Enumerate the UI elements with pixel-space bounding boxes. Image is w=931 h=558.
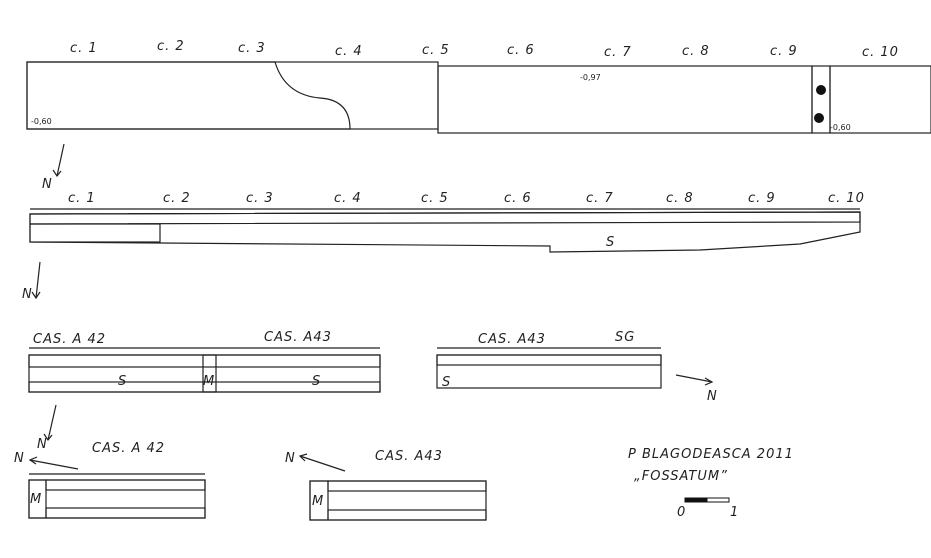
square-label: c. 10 — [828, 191, 865, 206]
square-label: c. 8 — [682, 44, 710, 59]
scale-end: 1 — [730, 505, 739, 520]
section-label: CAS. A 42 — [92, 441, 165, 456]
section-label: CAS. A43 — [478, 332, 546, 347]
profile-section: c. 1 c. 2 c. 3 c. 4 c. 5 c. 6 c. 7 c. 8 … — [29, 191, 865, 253]
north-arrow: N — [37, 404, 57, 452]
section-label: SG — [615, 330, 635, 345]
title-block: P BLAGODEASCA 2011 „FOSSATUM” — [628, 447, 794, 484]
plan-fill-east — [437, 65, 813, 134]
plan-fill-west — [26, 61, 439, 130]
m-label: M — [203, 374, 215, 389]
north-label: N — [285, 451, 296, 466]
section-a42-a43: CAS. A 42 CAS. A43 M S S — [28, 330, 381, 393]
layer-label: S — [312, 374, 321, 389]
m-label: M — [30, 492, 42, 507]
north-label: N — [22, 287, 33, 302]
plan-view: c. 1 c. 2 c. 3 c. 4 c. 5 c. 6 c. 7 c. 8 … — [26, 39, 931, 134]
scale-bar: 0 1 — [677, 497, 739, 520]
plan-hatched-east — [829, 65, 931, 134]
depth-label: -0,97 — [580, 73, 601, 82]
site-subtitle: „FOSSATUM” — [634, 469, 728, 484]
square-label: c. 7 — [604, 45, 632, 60]
square-label: c. 4 — [335, 44, 363, 59]
section-a43-sg: CAS. A43 SG S — [436, 330, 662, 390]
square-label: c. 5 — [422, 43, 450, 58]
plan-square-labels: c. 1 c. 2 c. 3 c. 4 c. 5 c. 6 c. 7 c. 8 … — [70, 39, 899, 60]
layer-label: S — [118, 374, 127, 389]
section-label: CAS. A43 — [264, 330, 332, 345]
square-label: c. 1 — [68, 191, 96, 206]
square-label: c. 3 — [238, 41, 266, 56]
square-label: c. 9 — [748, 191, 776, 206]
square-label: c. 3 — [246, 191, 274, 206]
north-label: N — [37, 437, 48, 452]
north-arrow: N — [285, 451, 346, 472]
square-label: c. 10 — [862, 45, 899, 60]
section-a42: CAS. A 42 M — [28, 441, 206, 519]
site-title: P BLAGODEASCA 2011 — [628, 447, 794, 462]
square-label: c. 6 — [504, 191, 532, 206]
square-label: c. 5 — [421, 191, 449, 206]
layer-label: S — [606, 235, 615, 250]
depth-label: -0,60 — [31, 117, 52, 126]
m-label: M — [312, 494, 324, 509]
square-label: c. 6 — [507, 43, 535, 58]
north-arrow: N — [14, 451, 79, 470]
north-label: N — [14, 451, 25, 466]
depth-label: -0,60 — [830, 123, 851, 132]
scale-start: 0 — [677, 505, 686, 520]
plan-hatched-area — [26, 61, 351, 130]
square-label: c. 9 — [770, 44, 798, 59]
north-label: N — [707, 389, 718, 404]
north-arrow: N — [22, 261, 41, 302]
square-label: c. 7 — [586, 191, 614, 206]
section-a43: CAS. A43 M — [309, 449, 487, 521]
square-label: c. 2 — [157, 39, 185, 54]
square-label: c. 4 — [334, 191, 362, 206]
square-label: c. 2 — [163, 191, 191, 206]
posthole — [816, 85, 826, 95]
square-label: c. 1 — [70, 41, 98, 56]
north-arrow: N — [675, 374, 718, 404]
north-label: N — [42, 177, 53, 192]
section-label: CAS. A43 — [375, 449, 443, 464]
section-label: CAS. A 42 — [33, 332, 106, 347]
layer-label: S — [442, 375, 451, 390]
plan-wall — [811, 65, 831, 134]
north-arrow: N — [42, 143, 65, 192]
posthole — [814, 113, 824, 123]
square-label: c. 8 — [666, 191, 694, 206]
